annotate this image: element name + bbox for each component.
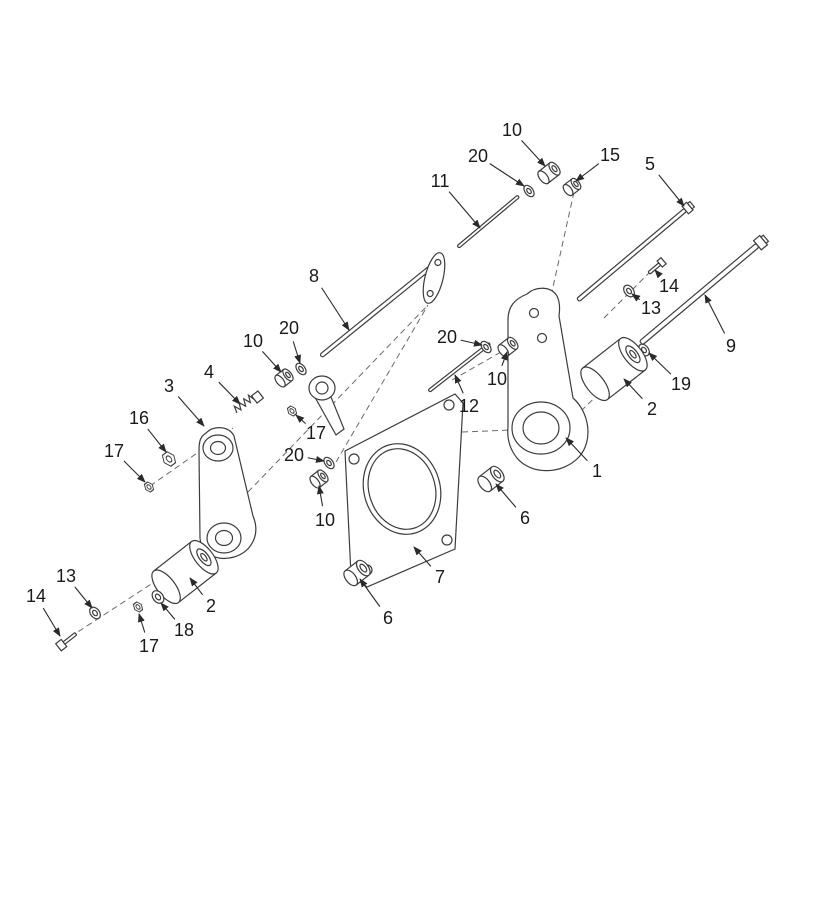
washer-20-left-upper bbox=[295, 362, 307, 376]
leader-arrow-24-part-6 bbox=[495, 483, 517, 508]
callout-label-16-part-3: 3 bbox=[164, 376, 174, 396]
bolt-14-left bbox=[54, 632, 77, 652]
callout-label-8-part-9: 9 bbox=[726, 336, 736, 356]
callout-label-9-part-20: 20 bbox=[437, 327, 457, 347]
washer-13-right bbox=[623, 284, 635, 298]
leader-arrow-15-part-17 bbox=[123, 460, 146, 483]
leader-arrow-17-part-17 bbox=[295, 414, 306, 425]
callout-label-15-part-17: 17 bbox=[104, 441, 124, 461]
leader-arrow-6-part-14 bbox=[654, 269, 663, 279]
leader-arrow-16-part-3 bbox=[177, 396, 205, 427]
roller-right bbox=[580, 336, 648, 402]
callout-label-21-part-2: 2 bbox=[647, 399, 657, 419]
callout-label-19-part-12: 12 bbox=[459, 396, 479, 416]
roller-left bbox=[151, 539, 219, 605]
bushing-10-left bbox=[274, 368, 294, 388]
leader-arrow-29-part-14 bbox=[42, 607, 61, 637]
rod-12 bbox=[428, 342, 491, 393]
leader-arrow-23-part-10 bbox=[316, 485, 324, 507]
callout-label-0-part-10: 10 bbox=[502, 120, 522, 140]
callout-label-31-part-18: 18 bbox=[174, 620, 194, 640]
leader-arrow-11-part-4 bbox=[218, 381, 241, 405]
callout-label-2-part-15: 15 bbox=[600, 145, 620, 165]
callout-label-11-part-4: 4 bbox=[204, 362, 214, 382]
washer-20-top bbox=[523, 184, 535, 198]
leader-arrow-3-part-11 bbox=[448, 191, 481, 229]
nut-17-bottom bbox=[132, 601, 144, 613]
bushing-15 bbox=[562, 177, 582, 197]
bolt-9 bbox=[639, 234, 770, 345]
callout-label-29-part-14: 14 bbox=[26, 586, 46, 606]
leader-arrow-13-part-20 bbox=[292, 341, 301, 364]
bushing-10-mid bbox=[497, 336, 519, 358]
leader-arrow-30-part-17 bbox=[138, 613, 146, 633]
leader-arrow-4-part-5 bbox=[658, 174, 685, 207]
nut-16 bbox=[161, 451, 177, 467]
callout-label-18-part-20: 20 bbox=[284, 445, 304, 465]
washer-13-left bbox=[89, 606, 101, 620]
leader-arrow-1-part-20 bbox=[489, 163, 525, 187]
bolt-14-right bbox=[647, 256, 667, 275]
leader-arrow-14-part-16 bbox=[147, 428, 167, 453]
leader-arrow-27-part-2 bbox=[189, 577, 204, 596]
leader-arrow-21-part-2 bbox=[623, 378, 643, 400]
callout-label-26-part-6: 6 bbox=[383, 608, 393, 628]
callout-label-22-part-1: 1 bbox=[592, 461, 602, 481]
bushing-6-right bbox=[477, 465, 505, 493]
leader-arrow-10-part-10 bbox=[500, 351, 508, 367]
nut-17-left bbox=[143, 481, 155, 493]
callout-label-20-part-19: 19 bbox=[671, 374, 691, 394]
link-mid bbox=[308, 375, 345, 436]
leader-arrow-12-part-10 bbox=[261, 351, 282, 373]
nut-17-mid bbox=[286, 405, 298, 417]
callout-label-27-part-2: 2 bbox=[206, 596, 216, 616]
bushing-10-top bbox=[537, 161, 561, 185]
link-plate-8 bbox=[422, 252, 446, 304]
washer-18 bbox=[151, 590, 165, 604]
rod-8 bbox=[319, 261, 438, 358]
leader-arrow-5-part-8 bbox=[321, 287, 350, 331]
leader-arrow-7-part-13 bbox=[631, 293, 641, 302]
leader-arrow-25-part-7 bbox=[413, 546, 432, 567]
callout-label-7-part-13: 13 bbox=[641, 298, 661, 318]
callout-label-5-part-8: 8 bbox=[309, 266, 319, 286]
leader-arrow-18-part-20 bbox=[307, 455, 325, 463]
callout-label-24-part-6: 6 bbox=[520, 508, 530, 528]
callout-label-25-part-7: 7 bbox=[435, 567, 445, 587]
leader-arrow-9-part-20 bbox=[460, 339, 483, 347]
callout-label-13-part-20: 20 bbox=[279, 318, 299, 338]
callout-label-12-part-10: 10 bbox=[243, 331, 263, 351]
callout-label-6-part-14: 14 bbox=[659, 276, 679, 296]
callout-label-30-part-17: 17 bbox=[139, 636, 159, 656]
callout-label-3-part-11: 11 bbox=[431, 171, 450, 191]
leader-arrow-26-part-6 bbox=[359, 578, 381, 607]
callout-label-28-part-13: 13 bbox=[56, 566, 76, 586]
spring-4 bbox=[233, 390, 265, 414]
callout-label-14-part-16: 16 bbox=[129, 408, 149, 428]
plate-7 bbox=[344, 393, 464, 588]
bracket-arm-right bbox=[507, 287, 589, 472]
callout-label-17-part-17: 17 bbox=[306, 423, 326, 443]
callout-label-4-part-5: 5 bbox=[645, 154, 655, 174]
washer-20-left-lower bbox=[323, 456, 335, 470]
rod-11 bbox=[457, 195, 520, 249]
leader-arrow-2-part-15 bbox=[575, 163, 600, 182]
callout-label-23-part-10: 10 bbox=[315, 510, 335, 530]
leader-arrow-8-part-9 bbox=[704, 294, 726, 334]
leader-arrow-28-part-13 bbox=[74, 586, 93, 609]
leader-arrow-20-part-19 bbox=[648, 352, 672, 375]
leader-arrow-31-part-18 bbox=[160, 602, 176, 620]
leader-arrow-19-part-12 bbox=[454, 374, 464, 394]
bracket-arm-left bbox=[198, 427, 257, 559]
callout-label-1-part-20: 20 bbox=[468, 146, 488, 166]
bushing-10-plate bbox=[309, 469, 329, 489]
leader-arrow-22-part-1 bbox=[565, 437, 588, 462]
callout-label-10-part-10: 10 bbox=[487, 369, 507, 389]
leader-arrow-0-part-10 bbox=[521, 139, 546, 167]
